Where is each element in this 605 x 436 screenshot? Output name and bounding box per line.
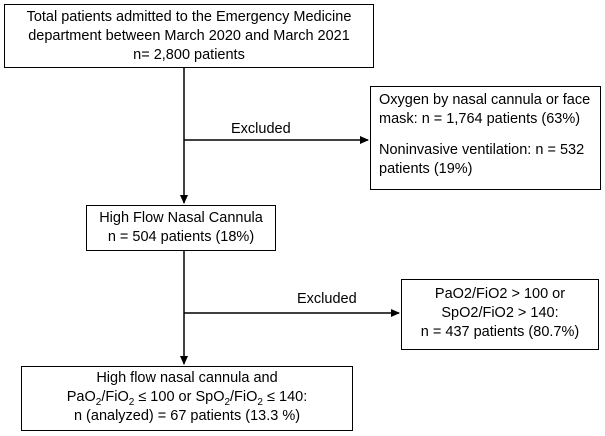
excluded2-line-1: PaO2/FiO2 > 100 or [434, 286, 566, 302]
excluded1-item2-line1: Noninvasive ventilation: n = 532 [379, 142, 585, 158]
analyzed-pao2: PaO [66, 389, 96, 405]
excluded1-item1-line1: Oxygen by nasal cannula or face [379, 92, 591, 108]
excluded-label-1: Excluded [231, 121, 291, 137]
excluded2-line-2: SpO2/FiO2 > 140: [441, 305, 559, 321]
analyzed-fio2-b: /FiO [230, 389, 258, 405]
analyzed-line-2: PaO2/FiO2 ≤ 100 or SpO2/FiO2 ≤ 140: [28, 388, 346, 407]
subscript-2: 2 [95, 396, 102, 408]
analyzed-threshold-b: ≤ 140: [262, 389, 308, 405]
total-line-3: n= 2,800 patients [133, 47, 245, 63]
excluded-box-1: Oxygen by nasal cannula or face mask: n … [370, 86, 601, 190]
total-line-2: department between March 2020 and March … [28, 28, 350, 44]
excluded1-item1-line2: mask: n = 1,764 patients (63%) [379, 111, 581, 127]
subscript-2: 2 [257, 396, 263, 408]
total-patients-box: Total patients admitted to the Emergency… [4, 4, 374, 68]
excluded1-item2-line2: patients (19%) [379, 161, 473, 177]
analyzed-fio2-a: /FiO [101, 389, 129, 405]
hfnc-box: High Flow Nasal Cannula n = 504 patients… [86, 205, 276, 251]
hfnc-line-2: n = 504 patients (18%) [107, 229, 255, 245]
hfnc-line-1: High Flow Nasal Cannula [99, 210, 263, 226]
analyzed-box: High flow nasal cannula and PaO2/FiO2 ≤ … [21, 366, 353, 431]
total-line-1: Total patients admitted to the Emergency… [26, 9, 352, 25]
subscript-2: 2 [128, 396, 135, 408]
excluded-box-2: PaO2/FiO2 > 100 or SpO2/FiO2 > 140: n = … [401, 279, 599, 350]
excluded2-line-3: n = 437 patients (80.7%) [420, 324, 580, 340]
analyzed-line-1: High flow nasal cannula and [96, 370, 278, 386]
subscript-2: 2 [224, 396, 231, 408]
analyzed-line-3: n (analyzed) = 67 patients (13.3 %) [73, 408, 301, 424]
analyzed-threshold-a: ≤ 100 or SpO [134, 389, 225, 405]
excluded-label-2: Excluded [297, 291, 357, 307]
